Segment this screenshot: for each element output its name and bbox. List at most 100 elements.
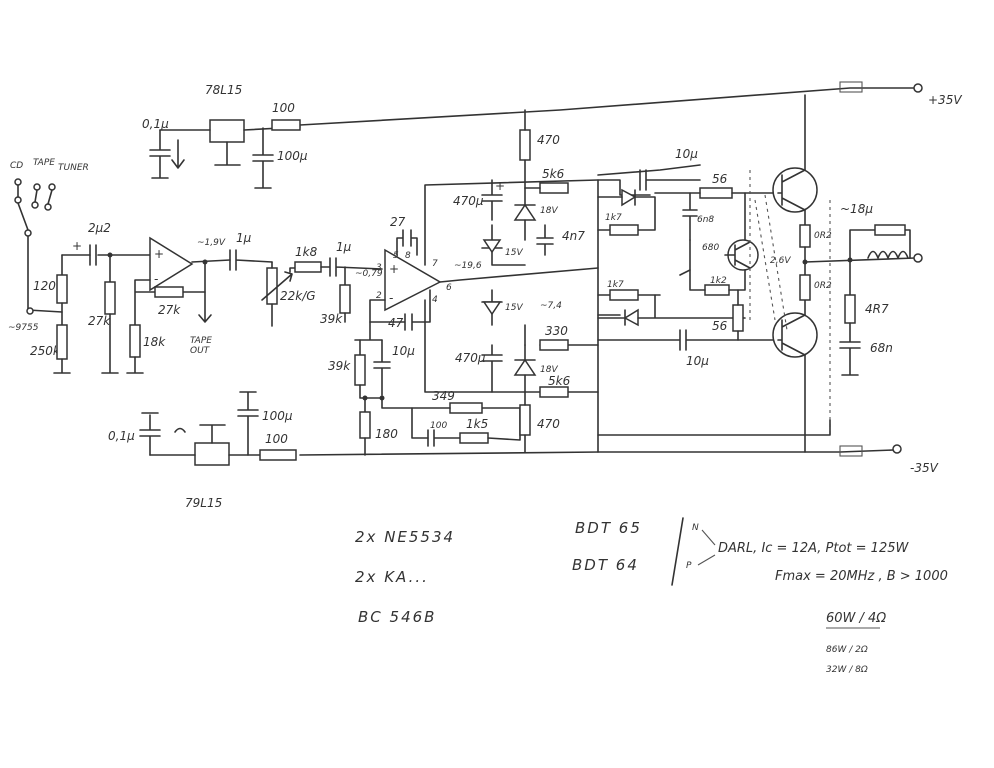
node-filter xyxy=(847,257,853,263)
selector-common xyxy=(24,229,32,237)
pos-regulator-section: 78L15 100 0,1µ 100µ xyxy=(142,83,308,189)
res-1k8 xyxy=(294,261,322,273)
input-tape-jack xyxy=(33,183,41,191)
cap-470u-top-plus: + xyxy=(495,179,505,193)
note-bdt64: BDT 64 xyxy=(572,556,639,574)
res-56-bottom xyxy=(732,304,744,332)
reg-78l15-label: 78L15 xyxy=(205,83,242,97)
res-120-label: 120 xyxy=(33,279,56,293)
cap-1u-a-label: 1µ xyxy=(236,231,252,245)
res-330 xyxy=(539,339,569,351)
note-spec1: DARL, Ic = 12A, Ptot = 125W xyxy=(718,541,909,556)
cap-6n8-label: 6n8 xyxy=(697,215,714,225)
zener-18v-top xyxy=(513,203,537,221)
output-stage: 10µ 1k7 56 6n8 680 1k2 1k7 56 10µ xyxy=(597,94,923,453)
pin5-label: 5 xyxy=(393,251,399,261)
pot-label: ~9755 xyxy=(8,323,39,333)
res-1k5-label: 1k5 xyxy=(466,417,488,431)
res-5k6-top-label: 5k6 xyxy=(542,167,565,181)
res-680-label: 680 xyxy=(702,243,719,253)
note-bc546b: BC 546B xyxy=(358,608,436,626)
res-250k xyxy=(56,324,68,360)
pot-res-label: 250k xyxy=(30,344,61,358)
zener-supply: 470 470µ + 18V 5k6 15V 4n7 15V ~7,4 330 … xyxy=(453,109,599,453)
diode-top xyxy=(621,188,637,207)
res-1k7-top-label: 1k7 xyxy=(605,213,622,223)
driver-opamp xyxy=(384,248,442,312)
cap-1u-b-label: 1µ xyxy=(336,240,352,254)
zener-15v-top xyxy=(482,239,502,254)
cap-10u-bottom-label: 10µ xyxy=(686,354,709,368)
cap-2u2-label: 2µ2 xyxy=(88,221,111,235)
node-fb xyxy=(362,395,368,401)
res-4r7 xyxy=(844,294,856,324)
res-180 xyxy=(359,411,371,439)
neg-rail-label: -35V xyxy=(910,461,939,475)
driver-stage: + - 5 8 3 2 7 4 6 27 47 ~19,6 39k 10µ 18… xyxy=(328,179,599,456)
res-5k6-bottom-label: 5k6 xyxy=(548,374,571,388)
zener-18v-bottom-label: 18V xyxy=(540,365,558,375)
zener-18v-top-label: 18V xyxy=(540,206,558,216)
cap-47-label: 47 xyxy=(388,316,404,330)
level-196-label: ~19,6 xyxy=(454,261,482,271)
driver-opamp-minus: - xyxy=(389,291,393,305)
res-4r7-label: 4R7 xyxy=(865,302,889,316)
cap-10u-top-label: 10µ xyxy=(675,147,698,161)
reg-78l15 xyxy=(209,119,245,143)
res-0r2-top-label: 0R2 xyxy=(814,231,832,241)
pin6-label: 6 xyxy=(446,283,452,293)
res-1k7-top xyxy=(609,224,639,236)
res-349 xyxy=(449,402,483,414)
res-5k6-top xyxy=(539,182,569,194)
cap-100-label: 100 xyxy=(430,421,447,431)
note-bdt65: BDT 65 xyxy=(575,519,642,537)
cap-100u-top-label: 100µ xyxy=(277,149,308,163)
cap-470u-top-label: 470µ xyxy=(453,194,484,208)
res-349-label: 349 xyxy=(432,389,455,403)
preamp-opamp xyxy=(149,236,194,292)
bdt64-transistor xyxy=(772,312,818,358)
zener-15v-bottom xyxy=(482,301,502,316)
input-tuner-jack xyxy=(48,183,56,191)
res-1k5 xyxy=(459,432,489,444)
res-0r2-bottom xyxy=(799,274,811,301)
cap-100u-bottom-label: 100µ xyxy=(262,409,293,423)
cap-470u-bottom-label: 470µ xyxy=(455,351,486,365)
zener-15v-bottom-label: 15V xyxy=(505,303,523,313)
pin8-label: 8 xyxy=(405,251,411,261)
input-cd-label: CD xyxy=(10,161,23,171)
notes: 2x NE5534 2x KA... BC 546B BDT 65 BDT 64… xyxy=(355,517,948,675)
input-tuner-label: TUNER xyxy=(58,163,89,173)
cap-01-top-label: 0,1µ xyxy=(142,117,169,131)
res-100-bottom-label: 100 xyxy=(265,432,288,446)
res-0r2-bottom-label: 0R2 xyxy=(814,281,832,291)
diode-bottom xyxy=(623,308,639,327)
positive-rail: +35V xyxy=(299,81,962,126)
res-56-top xyxy=(699,187,733,199)
res-18k xyxy=(129,324,141,358)
res-paralle-coil xyxy=(874,224,906,236)
zener-15v-top-label: 15V xyxy=(505,248,523,258)
res-27k-fb-label: 27k xyxy=(158,303,181,317)
res-100-top xyxy=(271,119,301,131)
driver-opamp-plus: + xyxy=(389,262,399,276)
res-120 xyxy=(56,274,68,304)
dc-level-label: ~1,9V xyxy=(197,238,226,248)
input-tape-jack-b xyxy=(31,201,39,209)
res-0r2-top xyxy=(799,224,811,248)
input-cd-jack xyxy=(14,178,22,186)
node-preamp-in xyxy=(107,252,113,258)
v079-label: ~0,79 xyxy=(355,269,383,279)
res-100-bottom xyxy=(259,449,297,461)
res-27k-a xyxy=(104,281,116,315)
v26-label: 2,6V xyxy=(770,256,791,266)
res-180-label: 180 xyxy=(375,427,398,441)
cap-10u-label: 10µ xyxy=(392,344,415,358)
reg-79l15-label: 79L15 xyxy=(185,496,222,510)
pot-22k-label: 22k/G xyxy=(280,289,316,303)
pin2-label: 2 xyxy=(376,291,382,301)
cap-4n7-label: 4n7 xyxy=(562,229,585,243)
pot-22k xyxy=(266,267,278,305)
